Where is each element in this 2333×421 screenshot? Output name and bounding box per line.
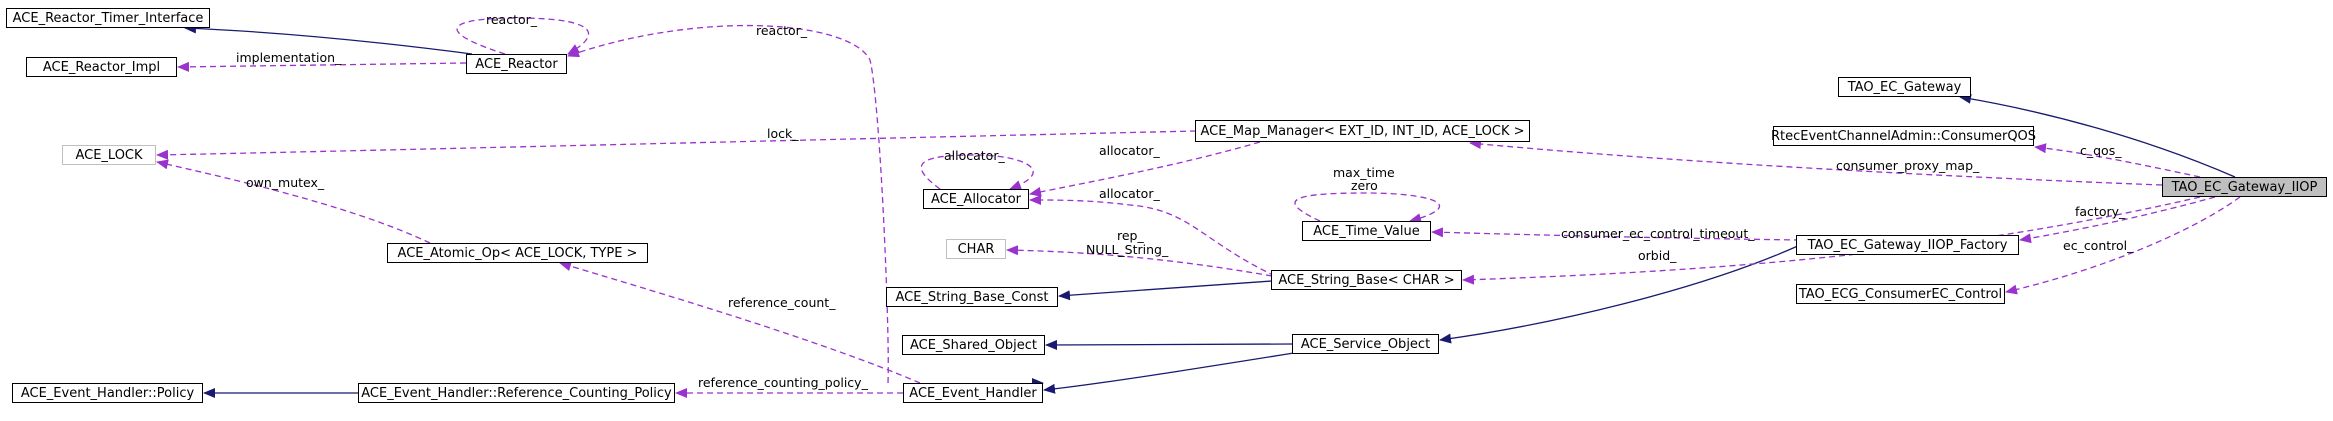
node-ace-event-handler-policy[interactable]: ACE_Event_Handler::Policy bbox=[12, 383, 203, 403]
label-allocator-string: allocator_ bbox=[1099, 186, 1160, 201]
node-ace-reactor-timer-interface[interactable]: ACE_Reactor_Timer_Interface bbox=[6, 8, 210, 28]
edge-iiop-inherits-tao-ec-gateway bbox=[1959, 93, 2236, 178]
node-ace-atomic-op[interactable]: ACE_Atomic_Op< ACE_LOCK, TYPE > bbox=[387, 243, 648, 263]
label-allocator-self: allocator_ bbox=[944, 148, 1005, 163]
node-ace-event-handler[interactable]: ACE_Event_Handler bbox=[903, 383, 1043, 403]
label-reference-count: reference_count_ bbox=[728, 295, 836, 310]
edge-iiop-map-manager bbox=[1469, 139, 2163, 186]
label-zero: zero bbox=[1351, 178, 1378, 193]
edge-allocator-self bbox=[920, 154, 1034, 190]
label-reactor-self: reactor_ bbox=[486, 12, 538, 27]
label-null-string: NULL_String_ bbox=[1086, 242, 1169, 257]
edge-reactor-impl-use bbox=[177, 61, 467, 72]
node-ace-time-value[interactable]: ACE_Time_Value bbox=[1302, 221, 1431, 241]
edge-iiop-factory bbox=[2019, 196, 2216, 244]
node-ace-reactor[interactable]: ACE_Reactor bbox=[466, 54, 567, 74]
label-ec-control: ec_control_ bbox=[2063, 238, 2134, 253]
node-ace-event-handler-reference-counting-policy[interactable]: ACE_Event_Handler::Reference_Counting_Po… bbox=[358, 383, 675, 403]
edge-iiop-string-base bbox=[1462, 196, 2201, 285]
label-c-qos: c_qos_ bbox=[2080, 143, 2122, 158]
edge-reactor-inherits-timer-interface bbox=[184, 23, 473, 55]
node-char[interactable]: CHAR bbox=[946, 239, 1006, 259]
label-lock: lock_ bbox=[767, 126, 799, 141]
label-consumer-proxy-map: consumer_proxy_map_ bbox=[1836, 158, 1980, 173]
edge-string-base-char bbox=[1006, 245, 1273, 277]
label-consumer-ec-control-timeout: consumer_ec_control_timeout_ bbox=[1561, 226, 1755, 241]
edge-map-manager-lock bbox=[156, 130, 1197, 160]
node-ace-map-manager[interactable]: ACE_Map_Manager< EXT_ID, INT_ID, ACE_LOC… bbox=[1195, 120, 1530, 142]
edge-event-handler-reactor bbox=[567, 24, 889, 384]
label-allocator-map: allocator_ bbox=[1099, 143, 1160, 158]
edge-iiop-ec-control bbox=[2005, 196, 2241, 295]
edge-event-handler-atomic-op bbox=[559, 261, 921, 384]
edge-map-manager-allocator bbox=[1029, 141, 1261, 197]
edge-iiop-consumer-qos bbox=[2034, 143, 2201, 178]
node-tao-ec-gateway-iiop[interactable]: TAO_EC_Gateway_IIOP bbox=[2162, 177, 2327, 197]
node-ace-string-base[interactable]: ACE_String_Base< CHAR > bbox=[1271, 270, 1462, 290]
node-tao-ec-gateway-iiop-factory[interactable]: TAO_EC_Gateway_IIOP_Factory bbox=[1796, 235, 2019, 255]
label-own-mutex: own_mutex_ bbox=[246, 175, 325, 190]
label-reference-counting-policy: reference_counting_policy_ bbox=[698, 375, 868, 390]
node-ace-shared-object[interactable]: ACE_Shared_Object bbox=[902, 335, 1045, 355]
node-rtec-consumer-qos[interactable]: RtecEventChannelAdmin::ConsumerQOS bbox=[1771, 126, 2036, 146]
edge-service-object-inherits-shared-object bbox=[1045, 339, 1293, 350]
edge-iiop-factory-inherits-service-object bbox=[1439, 244, 1801, 344]
node-ace-lock[interactable]: ACE_LOCK bbox=[62, 145, 156, 165]
edge-string-base-allocator bbox=[1029, 195, 1276, 277]
node-tao-ec-gateway[interactable]: TAO_EC_Gateway bbox=[1838, 77, 1971, 97]
edge-reactor-self bbox=[456, 17, 590, 55]
label-orbid: orbid_ bbox=[1638, 248, 1677, 263]
edge-service-object-inherits-event-handler bbox=[1043, 351, 1301, 394]
node-ace-allocator[interactable]: ACE_Allocator bbox=[923, 189, 1029, 209]
label-max-time: max_time bbox=[1333, 165, 1395, 180]
node-ace-string-base-const[interactable]: ACE_String_Base_Const bbox=[886, 287, 1058, 307]
label-factory: factory_ bbox=[2075, 204, 2126, 219]
node-ace-reactor-impl[interactable]: ACE_Reactor_Impl bbox=[26, 57, 177, 77]
node-tao-ecg-consumer-ec-control[interactable]: TAO_ECG_ConsumerEC_Control bbox=[1796, 284, 2005, 304]
label-reactor-event-handler: reactor_ bbox=[756, 23, 808, 38]
label-rep: rep_ bbox=[1117, 228, 1144, 243]
node-ace-service-object[interactable]: ACE_Service_Object bbox=[1292, 334, 1439, 354]
edge-string-base-inherits-string-base-const bbox=[1058, 280, 1273, 301]
edge-iiop-time-value bbox=[1431, 227, 1801, 241]
edge-time-value-self bbox=[1294, 192, 1440, 223]
label-implementation: implementation_ bbox=[236, 50, 342, 65]
edge-atomic-op-lock bbox=[156, 159, 431, 244]
